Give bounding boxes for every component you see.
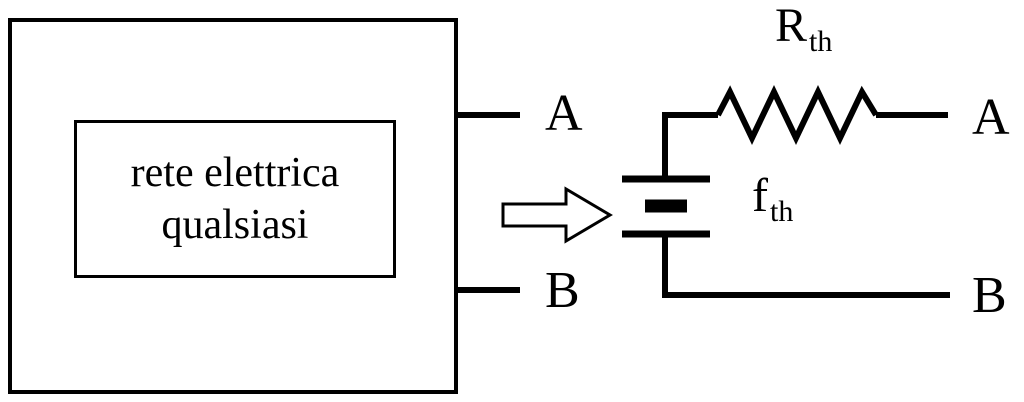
wire-battery-to-terminal-b	[662, 237, 950, 298]
implication-arrow-icon	[501, 186, 613, 244]
network-label-line1: rete elettrica	[130, 149, 340, 196]
network-outer-box: rete elettrica qualsiasi	[8, 18, 458, 394]
terminal-a-right-label: A	[972, 89, 1010, 146]
terminal-b-right-label: B	[972, 267, 1007, 324]
resistor-label-main: R	[775, 0, 808, 52]
terminal-a-left-wire	[458, 112, 520, 118]
source-label: fth	[752, 169, 793, 227]
terminal-a-left-label: A	[545, 85, 583, 142]
network-label-line2: qualsiasi	[161, 202, 309, 248]
wire-battery-to-resistor	[662, 112, 718, 176]
source-label-main: f	[752, 169, 768, 222]
network-inner-box: rete elettrica qualsiasi	[74, 120, 396, 278]
terminal-b-left-wire	[458, 287, 520, 293]
source-label-sub: th	[769, 195, 794, 228]
terminal-b-left-label: B	[545, 262, 580, 319]
resistor-zigzag-icon	[715, 85, 879, 145]
resistor-label: Rth	[775, 0, 832, 57]
resistor-label-sub: th	[809, 25, 833, 58]
